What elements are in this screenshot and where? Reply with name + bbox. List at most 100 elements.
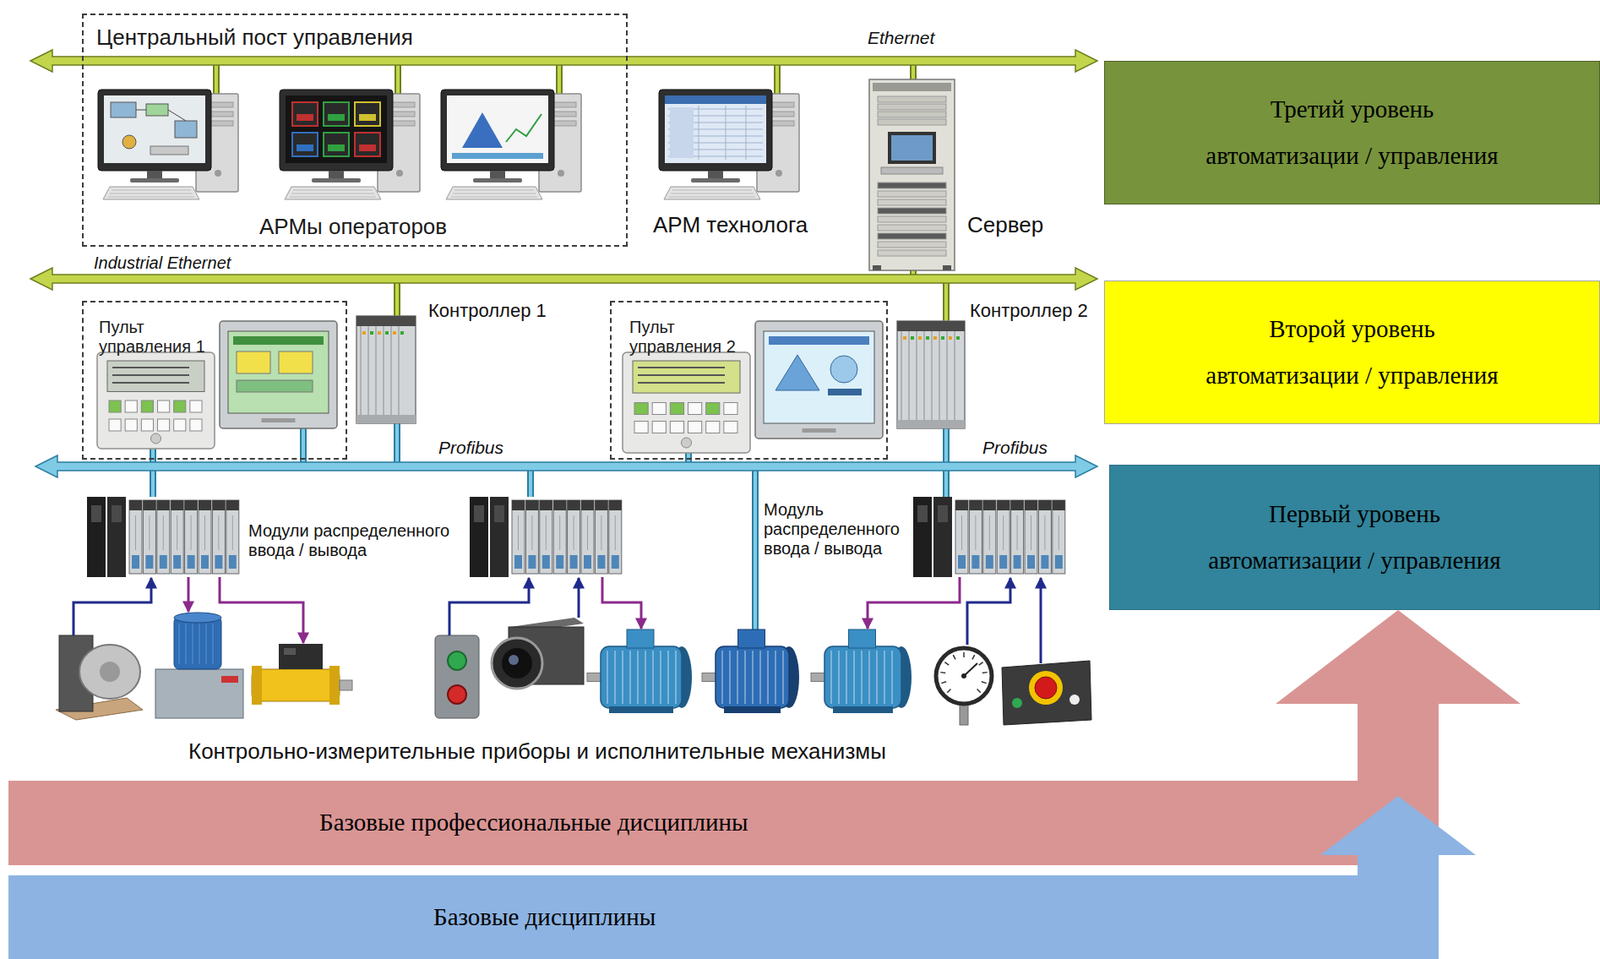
- plc-controller: [918, 336, 922, 340]
- distributed-io-module: [1024, 500, 1038, 574]
- distributed-io-module: [985, 555, 994, 569]
- device-label: Сервер: [967, 212, 1044, 239]
- signal-arrow: [449, 577, 529, 636]
- distributed-io-module: [214, 555, 223, 569]
- distributed-io-module: [996, 500, 1010, 511]
- screen-content: [168, 109, 186, 121]
- level-title: Первый уровень автоматизации / управлени…: [1206, 490, 1503, 584]
- keyboard: [291, 193, 375, 195]
- monitor-stand: [489, 170, 506, 180]
- hydraulic-cylinder: [283, 647, 296, 655]
- electric-motor: [729, 650, 731, 704]
- operator-keypad-panel: [652, 402, 666, 415]
- distributed-io-module: [201, 555, 209, 569]
- keyboard: [289, 196, 376, 198]
- operator-keypad-panel: [97, 352, 215, 449]
- electric-motor: [853, 650, 855, 704]
- workstation-tower: [396, 169, 403, 177]
- emergency-stop-panel: [1069, 694, 1080, 705]
- bus-label: Profibus: [438, 437, 504, 458]
- operator-keypad-panel: [681, 437, 692, 448]
- distributed-io-module: [1024, 500, 1038, 511]
- hydraulic-pump: [155, 669, 244, 719]
- bus-drop-line: [149, 448, 157, 497]
- workstation-monitor: [285, 95, 387, 164]
- distributed-io-module: [567, 500, 581, 511]
- server-rack: [872, 82, 952, 92]
- electric-motor: [891, 650, 893, 704]
- device-label: АРМ технолога: [653, 212, 808, 239]
- distributed-io-module: [545, 515, 547, 550]
- screen-content: [359, 114, 376, 121]
- level-title: Второй уровень автоматизации / управлени…: [1203, 305, 1501, 399]
- hydraulic-pump: [174, 612, 222, 623]
- distributed-io-module: [611, 555, 620, 569]
- signal-arrow: [602, 576, 642, 629]
- server-rack: [869, 79, 955, 271]
- keyboard: [111, 190, 191, 191]
- workstation-monitor: [440, 89, 555, 171]
- operator-keypad-panel: [174, 400, 186, 413]
- server-rack: [877, 241, 947, 248]
- pressure-gauge: [941, 681, 947, 684]
- distributed-io-module: [129, 500, 142, 511]
- plc-controller: [897, 321, 965, 429]
- bus-label: Profibus: [982, 437, 1048, 458]
- electric-motor: [626, 629, 654, 648]
- bus-drop-line: [151, 448, 155, 497]
- workstation-monitor: [97, 89, 212, 171]
- device-label: Контроллер 2: [969, 299, 1089, 322]
- plc-controller: [925, 336, 930, 340]
- screen-content: [359, 144, 376, 152]
- electric-motor: [715, 646, 790, 708]
- distributed-io-module: [157, 500, 170, 511]
- hydraulic-cylinder: [278, 643, 323, 670]
- monitor-stand: [707, 170, 724, 180]
- touch-panel: [236, 380, 313, 392]
- distributed-io-module: [989, 515, 991, 550]
- distributed-io-module: [971, 555, 980, 569]
- screen-content: [327, 144, 345, 152]
- plc-controller: [362, 331, 366, 335]
- distributed-io-module: [1044, 515, 1045, 550]
- distributed-io-module: [968, 500, 982, 511]
- plc-controller: [356, 414, 416, 424]
- keyboard: [452, 193, 536, 195]
- pressure-gauge: [959, 702, 969, 725]
- distributed-io-module: [999, 555, 1007, 569]
- electric-motor: [876, 650, 878, 704]
- camera: [501, 647, 533, 679]
- workstation-monitor: [658, 89, 773, 171]
- workstation: [658, 89, 800, 200]
- signal-arrow: [219, 576, 304, 643]
- touch-panel: [768, 336, 870, 345]
- server-rack: [877, 190, 947, 197]
- distributed-io-module: [527, 555, 536, 569]
- screen-content: [150, 146, 189, 155]
- pressure-gauge: [961, 673, 967, 679]
- distributed-io-module: [594, 500, 608, 574]
- distributed-io-module: [217, 515, 219, 550]
- bus-drop-line: [214, 60, 218, 94]
- distributed-io-module: [609, 500, 622, 574]
- plc-controller: [377, 331, 381, 335]
- electric-motor: [848, 629, 877, 648]
- operator-keypad-panel: [706, 402, 720, 415]
- distributed-io-module: [555, 555, 564, 569]
- electric-motor: [629, 650, 632, 704]
- bus-drop-line: [395, 423, 399, 467]
- electric-motor: [832, 706, 893, 713]
- monitor-stand: [130, 178, 180, 183]
- distributed-io-module: [594, 500, 608, 511]
- network-bus: [30, 49, 1098, 72]
- level-box: Третий уровень автоматизации / управлени…: [1104, 60, 1600, 205]
- pressure-gauge: [963, 652, 965, 658]
- touch-panel: [830, 355, 858, 383]
- distributed-io-module: [539, 500, 553, 574]
- operator-keypad-panel: [688, 402, 703, 415]
- bus-drop-line: [773, 60, 781, 94]
- electric-motor: [600, 646, 682, 708]
- plc-controller: [948, 336, 953, 340]
- screen-content: [664, 95, 767, 104]
